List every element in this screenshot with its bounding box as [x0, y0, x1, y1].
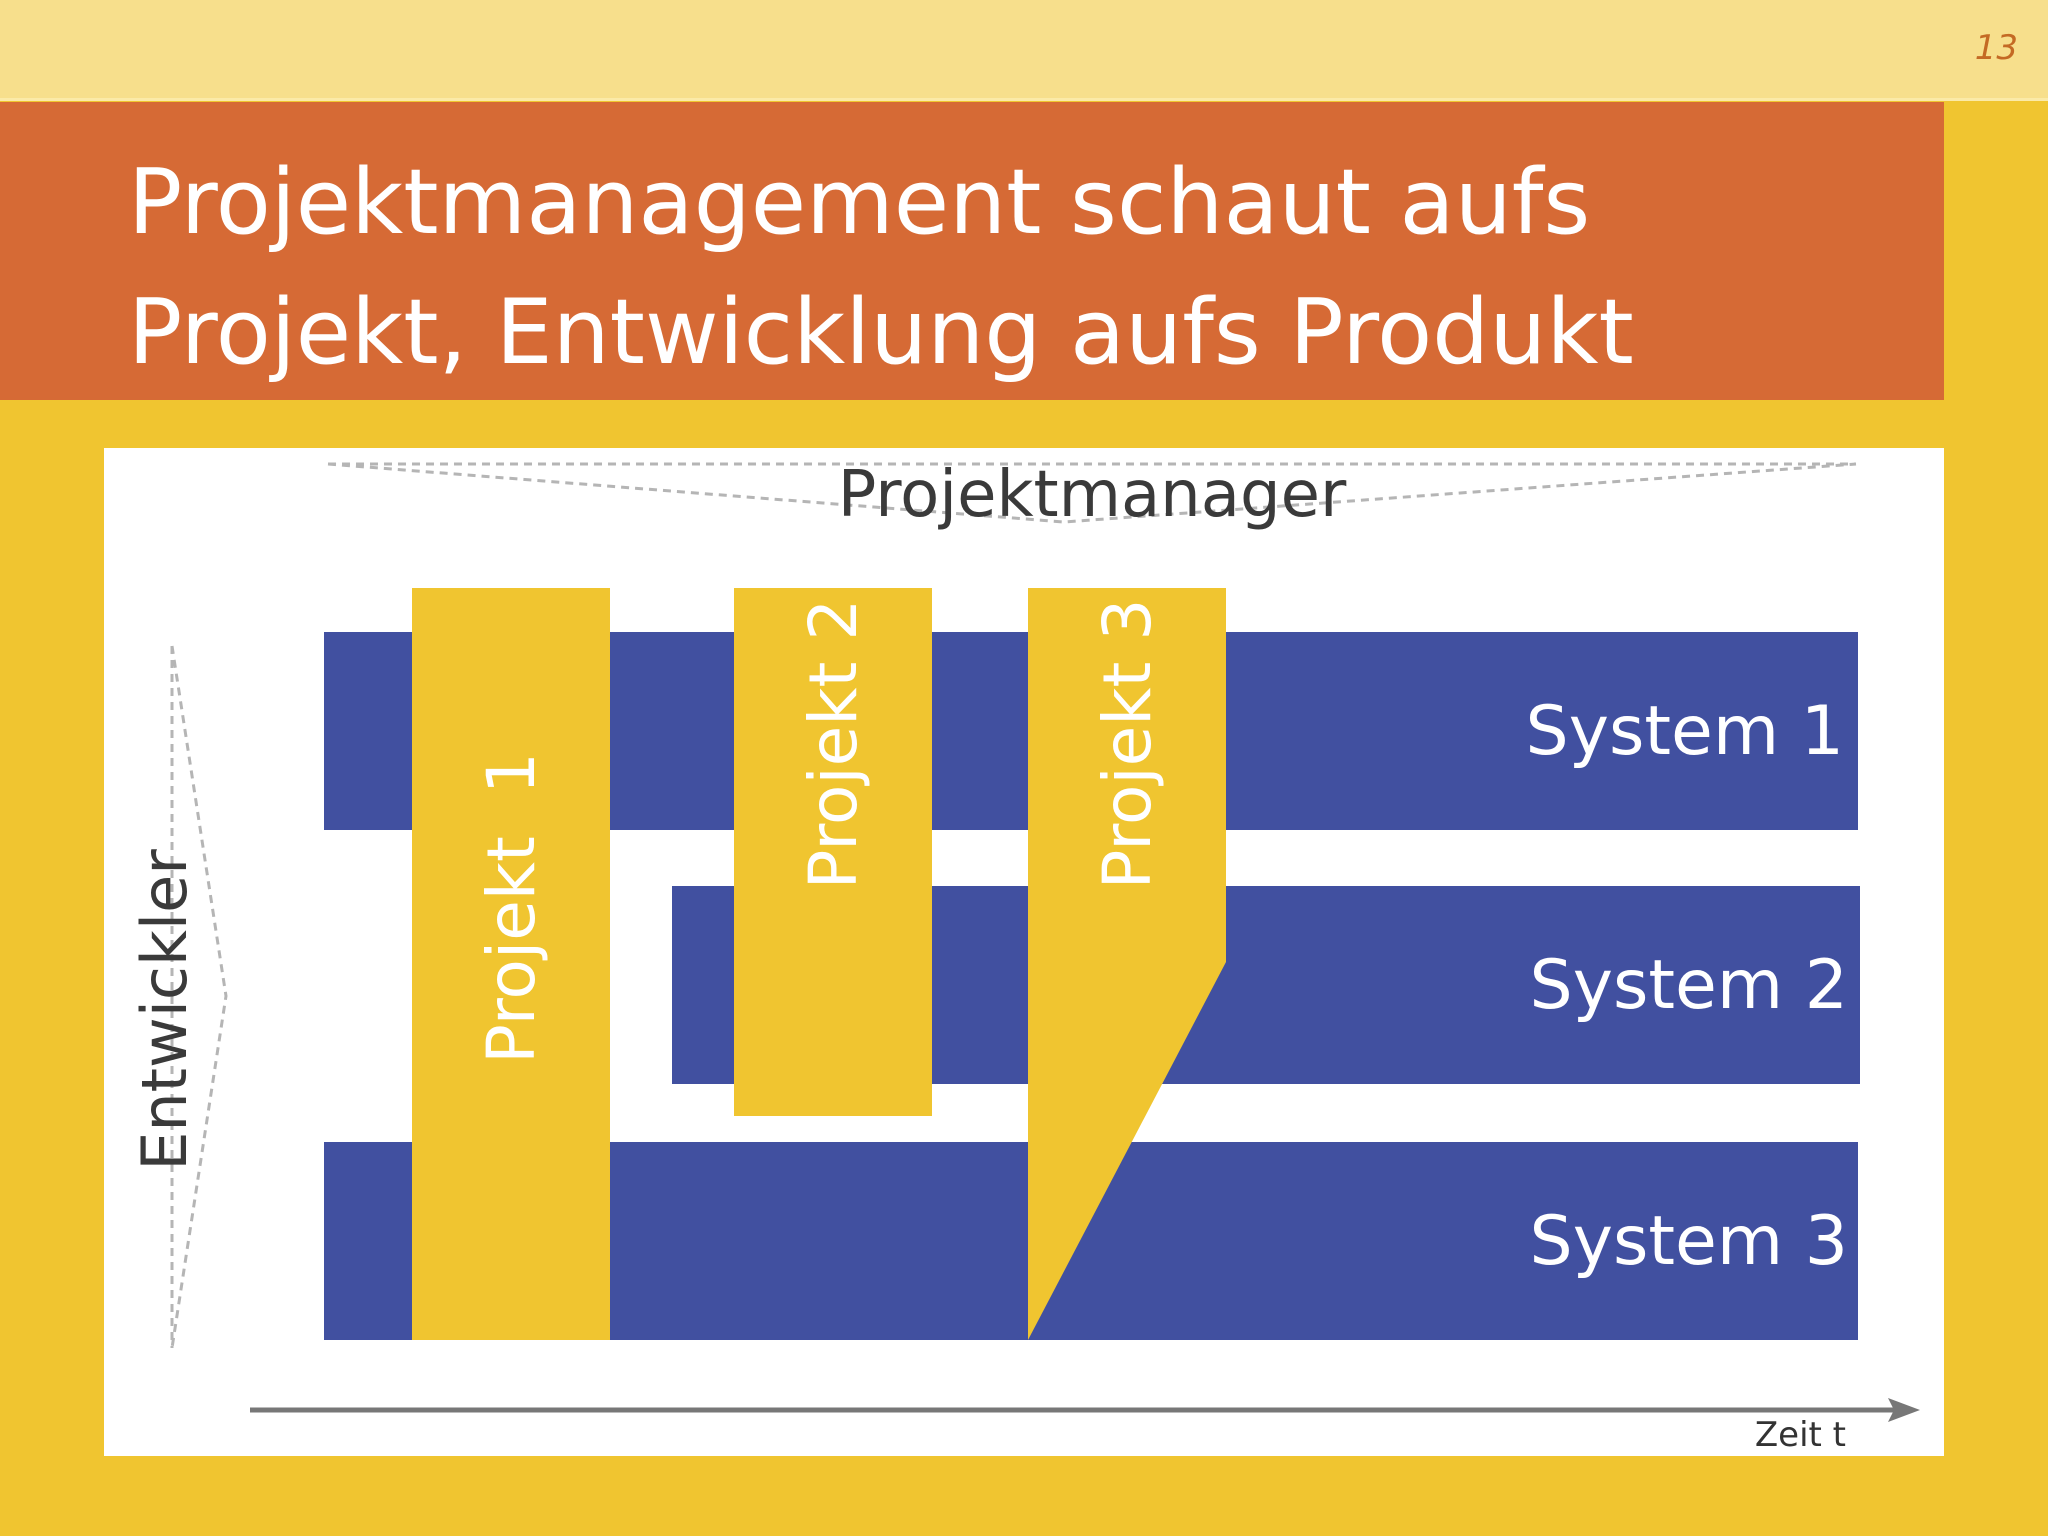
diagram-canvas: System 1 System 2 System 3 Projekt 1 Pro… — [128, 458, 1920, 1455]
projekt-1-bar — [412, 588, 610, 1340]
projekt-3-bar — [1028, 588, 1226, 1340]
page-number: 13 — [1974, 28, 2018, 68]
title-line-2: Projekt, Entwicklung aufs Produkt — [128, 280, 1634, 385]
system-1-label: System 1 — [1526, 692, 1844, 771]
projekt-1-label: Projekt 1 — [473, 752, 550, 1064]
projekt-2-bar — [734, 588, 932, 1116]
projekt-3-label: Projekt 3 — [1089, 599, 1166, 890]
top-band — [0, 0, 2048, 101]
slide-title: Projektmanagement schaut aufs Projekt, E… — [128, 138, 1634, 398]
system-2-label: System 2 — [1530, 946, 1848, 1025]
time-axis — [250, 1398, 1920, 1422]
projektmanager-bracket — [327, 462, 1857, 524]
system-3-label: System 3 — [1530, 1202, 1848, 1281]
time-axis-arrowhead — [1888, 1398, 1920, 1422]
diagram-panel: System 1 System 2 System 3 Projekt 1 Pro… — [104, 448, 1944, 1456]
title-bar — [0, 102, 1944, 400]
title-line-1: Projektmanagement schaut aufs — [128, 150, 1591, 255]
projekt-2-label: Projekt 2 — [795, 599, 872, 890]
entwickler-label: Entwickler — [128, 849, 201, 1171]
entwickler-bracket — [170, 645, 228, 1349]
zeit-label: Zeit t — [1755, 1415, 1846, 1455]
projektmanager-label: Projektmanager — [838, 458, 1347, 532]
